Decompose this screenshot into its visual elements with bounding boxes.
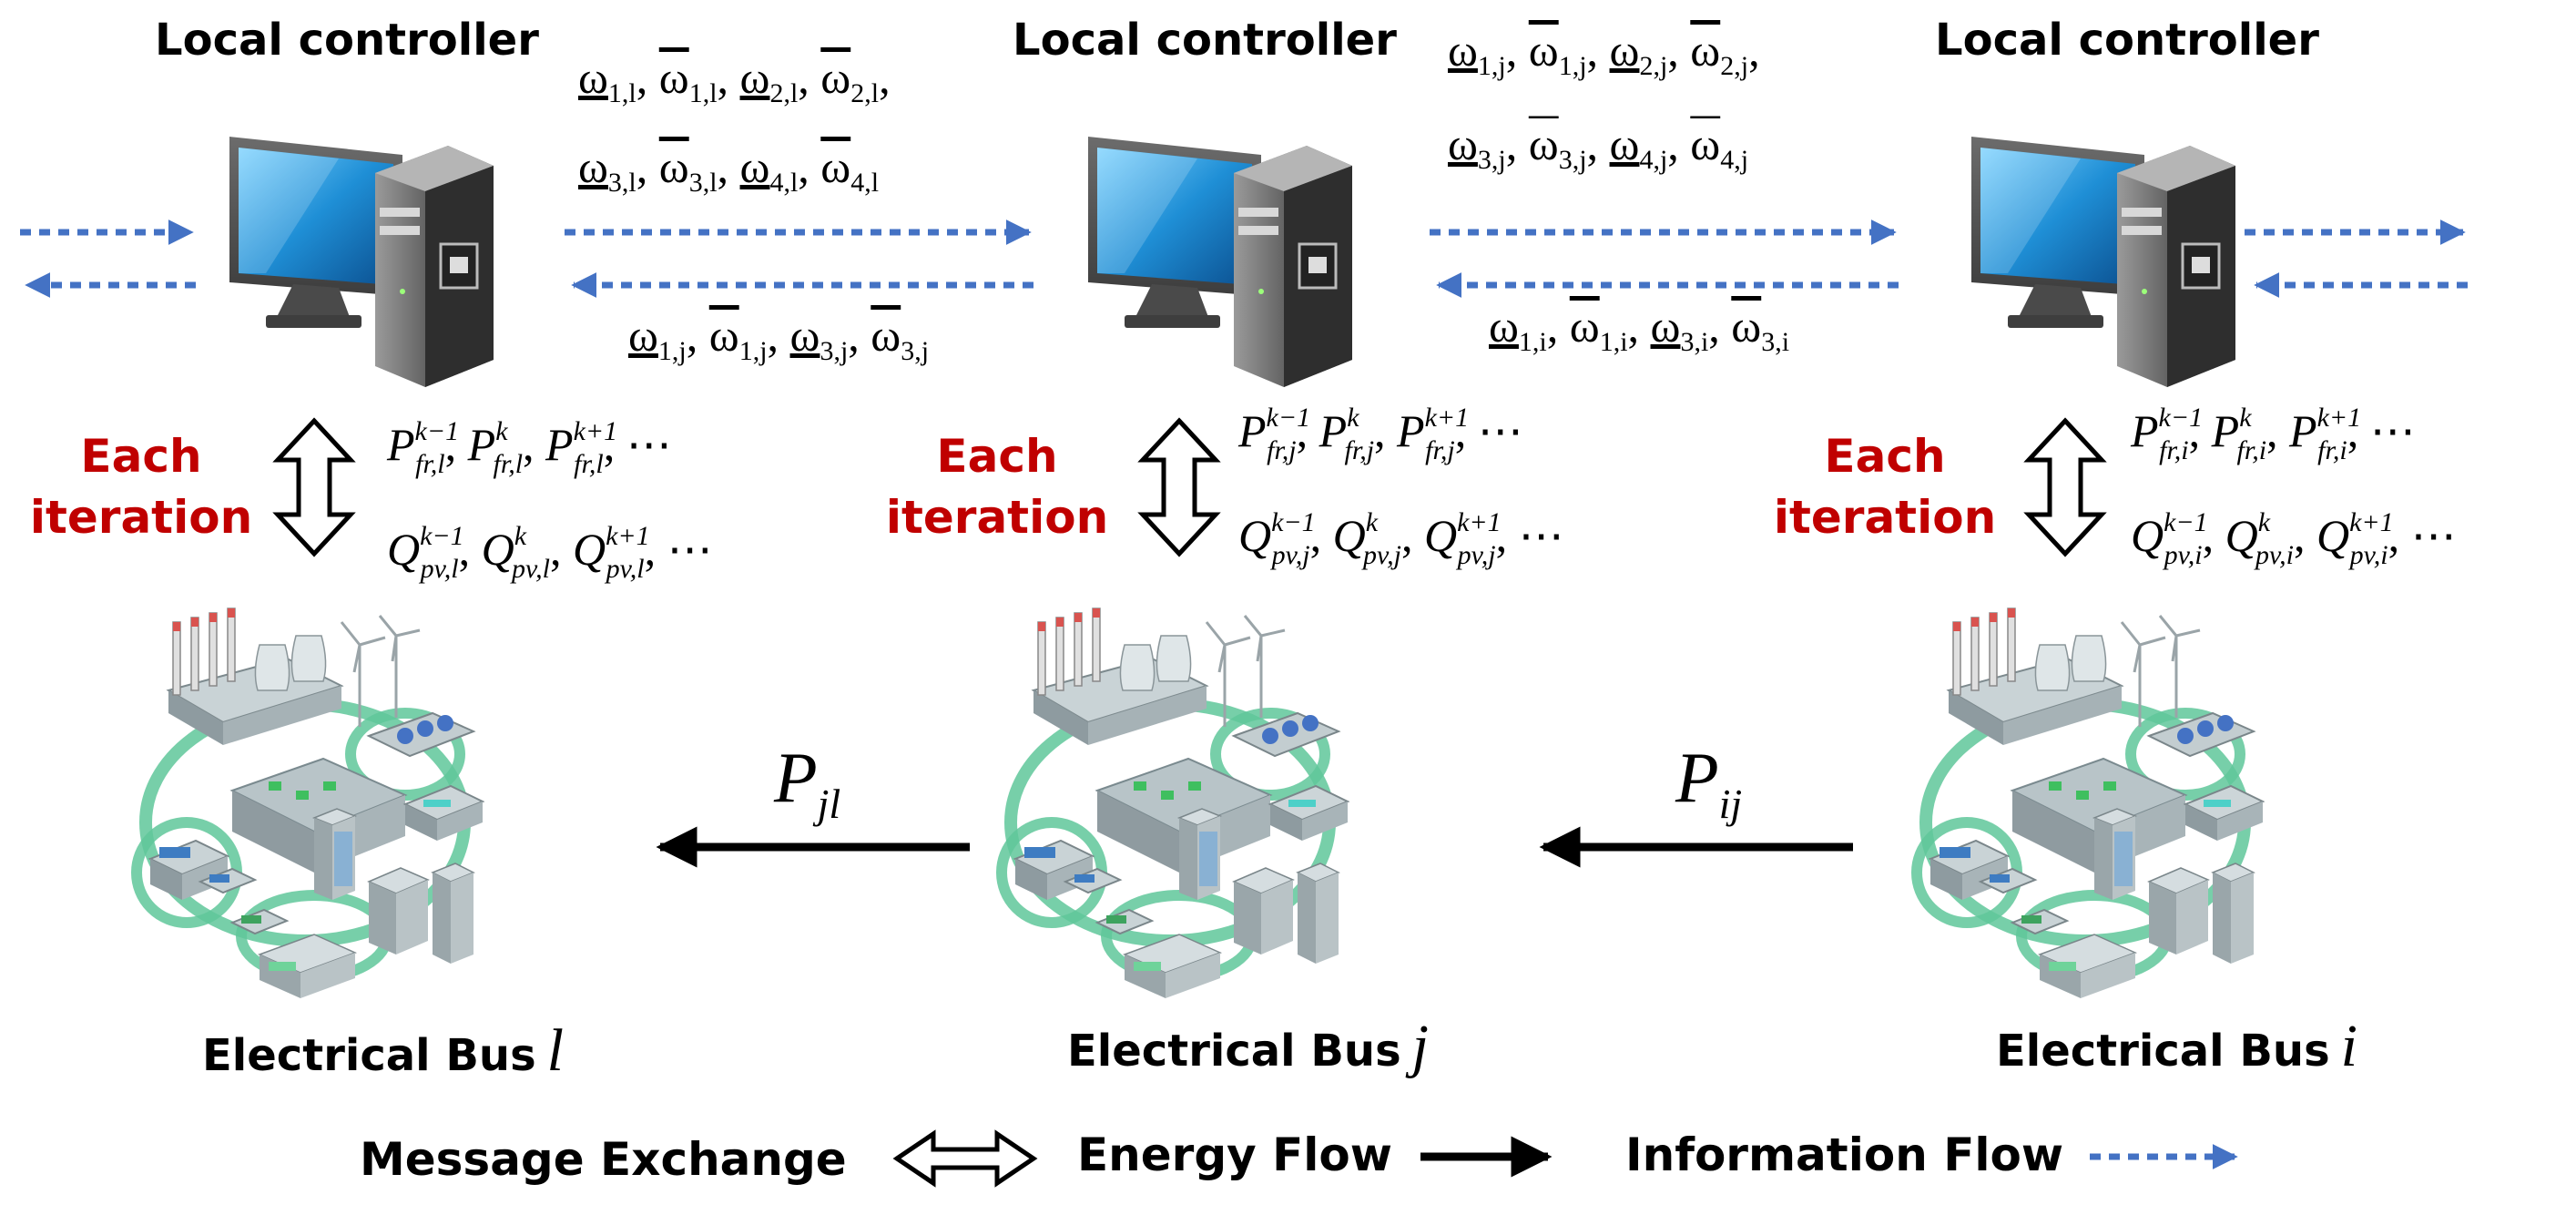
- double-arrow-icon: [892, 1129, 1038, 1188]
- controller-title: Local controller: [1013, 15, 1397, 66]
- double-arrow-icon: [1137, 417, 1221, 557]
- iteration-label-line1: Each: [80, 430, 201, 483]
- legend-energy-flow-label: Energy Flow: [1077, 1128, 1392, 1181]
- omega-upper-line1: ω1,l, ω1,l, ω2,l, ω2,l,: [578, 52, 891, 108]
- iteration-label-line2: iteration: [886, 491, 1108, 544]
- iteration-labels: Each iteration Each iteration Each itera…: [30, 430, 1996, 544]
- iteration-label-line2: iteration: [30, 491, 252, 544]
- omega-set-link-lj: ω1,l, ω1,l, ω2,l, ω2,l, ω3,l, ω3,l, ω4,l…: [578, 52, 929, 366]
- power-grid-city-icon: [137, 608, 483, 998]
- omega-lower-line: ω1,j, ω1,j, ω3,j, ω3,j: [628, 310, 929, 366]
- omega-upper-line1: ω1,j, ω1,j, ω2,j, ω2,j,: [1448, 25, 1760, 81]
- legend-information-flow-label: Information Flow: [1625, 1128, 2063, 1181]
- energy-flow-labels: Pjl Pij: [773, 738, 1742, 827]
- controller-title: Local controller: [1935, 15, 2319, 66]
- power-grid-city-icon: [1002, 608, 1348, 998]
- omega-upper-line2: ω3,l, ω3,l, ω4,l, ω4,l: [578, 141, 879, 198]
- omega-set-link-ji: ω1,j, ω1,j, ω2,j, ω2,j, ω3,j, ω3,j, ω4,j…: [1448, 25, 1789, 357]
- energy-flow-ij: Pij: [1675, 738, 1742, 827]
- iteration-label-line1: Each: [1824, 430, 1945, 483]
- legend: Message Exchange Energy Flow Information…: [360, 1128, 2238, 1188]
- iteration-label-line2: iteration: [1774, 491, 1996, 544]
- power-grid-city-icon: [1917, 608, 2263, 998]
- omega-lower-line: ω1,i, ω1,i, ω3,i, ω3,i: [1489, 301, 1789, 357]
- desktop-computer-icon: [1086, 135, 1354, 389]
- omega-upper-line2: ω3,j, ω3,j, ω4,j, ω4,j: [1448, 118, 1748, 175]
- desktop-computer-icon: [1970, 135, 2237, 389]
- information-flow-arrows: [20, 220, 2468, 298]
- controller-title: Local controller: [155, 15, 539, 66]
- desktop-computer-icon: [228, 135, 495, 389]
- energy-flow-jl: Pjl: [773, 738, 840, 827]
- double-arrow-icon: [2023, 417, 2107, 557]
- message-exchange-arrows: [272, 417, 2107, 557]
- double-arrow-icon: [272, 417, 356, 557]
- iteration-label-line1: Each: [936, 430, 1057, 483]
- legend-message-exchange-label: Message Exchange: [360, 1133, 847, 1186]
